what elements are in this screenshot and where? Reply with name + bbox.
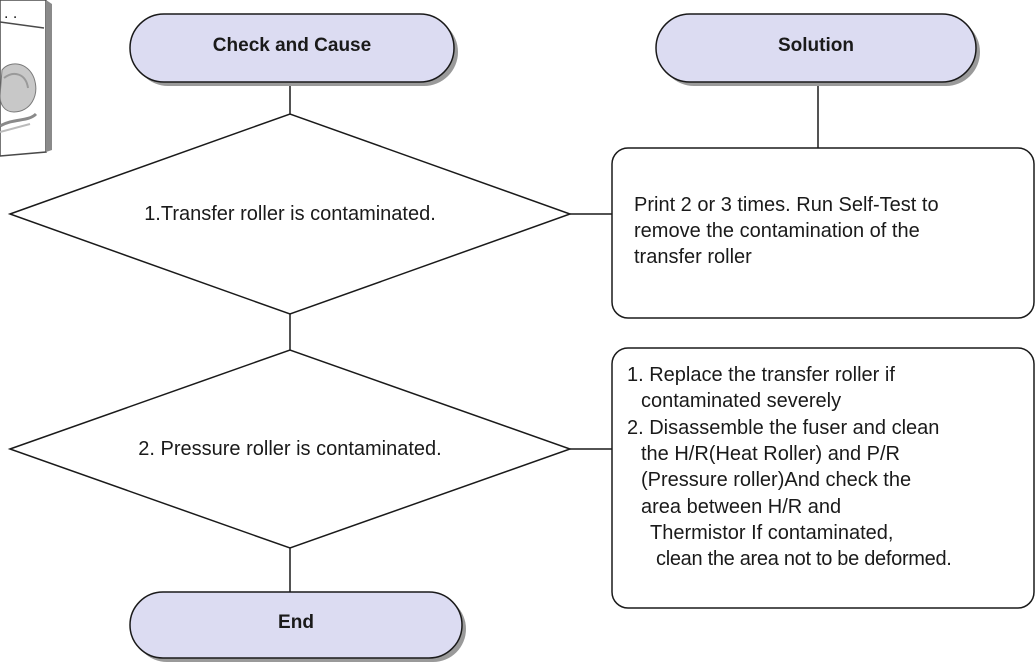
decision-diamond-1 xyxy=(7,113,573,315)
solution-box-1 xyxy=(611,147,1035,319)
solution-2-line: (Pressure roller)And check the xyxy=(641,469,912,491)
header-check-and-cause: Check and Cause xyxy=(212,35,372,56)
solution-1-line: remove the contamination of the xyxy=(634,220,920,242)
solution-2-line: the H/R(Heat Roller) and P/R xyxy=(641,443,900,465)
solution-box-2 xyxy=(611,347,1035,609)
solution-1-line: Print 2 or 3 times. Run Self-Test to xyxy=(634,194,939,216)
solution-2-line: 1. Replace the transfer roller if xyxy=(627,364,895,386)
solution-2-line: clean the area not to be deformed. xyxy=(656,548,952,570)
solution-2-line: Thermistor If contaminated, xyxy=(650,522,894,544)
solution-2-line: contaminated severely xyxy=(641,390,842,412)
solution-2-line: area between H/R and xyxy=(641,496,842,518)
decision-1-text: 1.Transfer roller is contaminated. xyxy=(144,203,436,225)
decision-diamond-2 xyxy=(7,349,573,549)
svg-text:. .: . . xyxy=(4,5,17,22)
printer-illustration: . . xyxy=(0,0,52,157)
terminal-end xyxy=(129,591,466,662)
terminal-solution xyxy=(655,13,980,86)
decision-2-text: 2. Pressure roller is contaminated. xyxy=(138,438,442,460)
terminal-check-and-cause xyxy=(129,13,458,86)
header-solution: Solution xyxy=(778,35,854,56)
connectors xyxy=(289,82,819,592)
solution-1-line: transfer roller xyxy=(634,246,752,268)
end-label: End xyxy=(278,612,314,633)
solution-2-line: 2. Disassemble the fuser and clean xyxy=(627,417,940,439)
